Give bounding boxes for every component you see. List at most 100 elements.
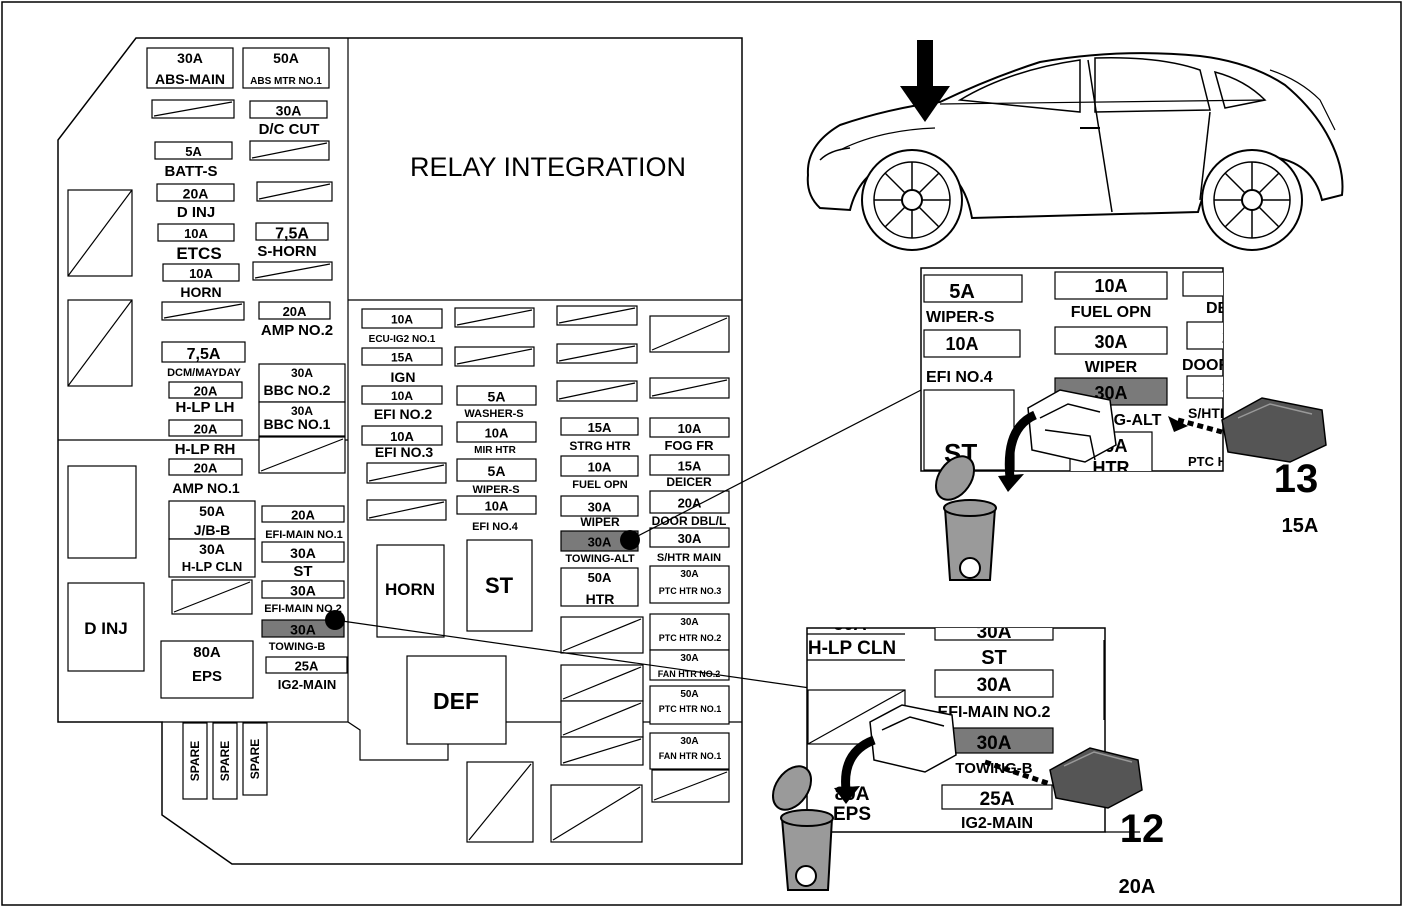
fuse-amperage: 30A bbox=[290, 583, 316, 599]
fuse-amperage: 30A bbox=[588, 535, 612, 550]
callout-bottom-text: 50A bbox=[833, 614, 866, 634]
fuse-name: TOWING-ALT bbox=[565, 553, 635, 565]
fuse-box bbox=[649, 454, 730, 476]
callout-top-text: FUEL OPN bbox=[1071, 304, 1152, 321]
callout-top-text: 20 bbox=[1222, 327, 1242, 347]
leader-line-top bbox=[629, 387, 926, 541]
fuse-name: HTR bbox=[586, 591, 615, 607]
fuse-amperage: 15A bbox=[678, 459, 702, 474]
callout-top-text: WIPER bbox=[1085, 359, 1138, 376]
fuse-box bbox=[168, 419, 243, 437]
fuse-box bbox=[168, 500, 256, 540]
fuse-box bbox=[162, 263, 240, 282]
blank-fuse bbox=[560, 736, 644, 766]
blank-slot bbox=[67, 465, 137, 559]
relay-integration-title: RELAY INTEGRATION bbox=[410, 152, 686, 182]
fuse-box bbox=[649, 490, 730, 514]
callout-top: 5A WIPER-S 10A EFI NO.4 ST 10A FUEL OPN … bbox=[920, 267, 1327, 581]
callout-top-text: EFI NO.4 bbox=[926, 369, 993, 386]
callout-top-text: 10A bbox=[945, 334, 978, 354]
callout-top-text: 30 bbox=[1222, 378, 1242, 398]
fuse-amperage: 10A bbox=[391, 313, 413, 327]
fuse-amperage: 10A bbox=[588, 460, 612, 475]
fuse-name: EFI NO.2 bbox=[374, 406, 433, 422]
blank-fuse bbox=[560, 616, 644, 654]
fuse-name: BATT-S bbox=[164, 163, 217, 180]
callout-bottom-text: TOWING-B bbox=[955, 760, 1032, 777]
fuse-name: ECU-IG2 NO.1 bbox=[369, 334, 436, 345]
callout-top-rating: 15A bbox=[1282, 515, 1319, 537]
blank-fuse bbox=[366, 499, 447, 521]
callout-bottom-text: IG2-MAIN bbox=[961, 815, 1033, 832]
fuse-box bbox=[261, 619, 345, 638]
fuse-amperage: 50A bbox=[680, 689, 698, 700]
fuse-amperage: 30A bbox=[680, 569, 698, 580]
blank-fuse bbox=[171, 579, 253, 615]
blank-fuse bbox=[560, 700, 644, 738]
fuse-amperage: 30A bbox=[680, 617, 698, 628]
fuse-fan-htr-no2: 30A FAN HTR NO.2 bbox=[649, 649, 730, 681]
fuse-amperage: 30A bbox=[177, 50, 203, 66]
discard-arrow-icon bbox=[841, 735, 876, 791]
fuse-amperage: 15A bbox=[391, 351, 413, 365]
fuse-box bbox=[261, 580, 345, 599]
fuse-box bbox=[456, 495, 537, 515]
callout-bottom-text: 30A bbox=[977, 675, 1012, 696]
fuse-box bbox=[157, 223, 235, 242]
fuse-amperage: 20A bbox=[183, 186, 209, 202]
fuse-amperage: 10A bbox=[485, 499, 509, 514]
fuse-name: MIR HTR bbox=[474, 445, 516, 456]
fuse-name: EFI-MAIN NO.2 bbox=[264, 603, 342, 615]
fuse-name: AMP NO.2 bbox=[261, 322, 333, 339]
fuse-box bbox=[146, 47, 234, 89]
fuse-name: FAN HTR NO.2 bbox=[658, 669, 721, 679]
fuse-box bbox=[160, 640, 254, 699]
fuse-amperage: 10A bbox=[390, 429, 414, 444]
leader-line-bottom bbox=[334, 619, 811, 689]
fuse-amperage: 5A bbox=[488, 389, 506, 405]
fuse-box bbox=[560, 495, 639, 517]
fuse-box bbox=[560, 567, 639, 607]
fuse-amperage: 10A bbox=[391, 389, 413, 403]
location-arrow-icon bbox=[900, 40, 950, 122]
fuse-box bbox=[258, 401, 346, 437]
fuse-name: J/B-B bbox=[194, 522, 231, 538]
fuse-amperage: 30A bbox=[290, 622, 316, 638]
callout-top-text: WIPER-S bbox=[926, 309, 995, 326]
fuse-amperage: 30A bbox=[276, 103, 302, 119]
relay-st bbox=[466, 539, 533, 632]
relay-d-inj-label: D INJ bbox=[84, 619, 127, 638]
fuse-box bbox=[361, 308, 443, 329]
fuse-box bbox=[242, 47, 330, 89]
fuse-amperage: 30A bbox=[680, 653, 698, 664]
fuse-box bbox=[261, 541, 345, 563]
relay-horn-label: HORN bbox=[385, 580, 435, 599]
spare-fuses: SPARE SPARE SPARE bbox=[182, 722, 268, 800]
blank-fuse bbox=[454, 307, 535, 328]
fuse-amperage: 30A bbox=[291, 404, 313, 418]
fuse-amperage: 30A bbox=[680, 736, 698, 747]
spare-label: SPARE bbox=[218, 741, 232, 781]
callout-bottom-text: EFI-MAIN NO.2 bbox=[938, 704, 1051, 721]
callout-bottom: 50A H-LP CLN 80A EPS 30A ST 30A EFI-MAIN… bbox=[771, 614, 1164, 898]
relay-st-label: ST bbox=[485, 573, 514, 598]
fuse-amperage: 30A bbox=[291, 366, 313, 380]
fuse-box bbox=[456, 385, 537, 406]
discard-arrow-icon bbox=[1004, 410, 1038, 479]
callout-top-text: PTC HT bbox=[1188, 454, 1235, 469]
trash-bin-icon bbox=[771, 765, 834, 891]
